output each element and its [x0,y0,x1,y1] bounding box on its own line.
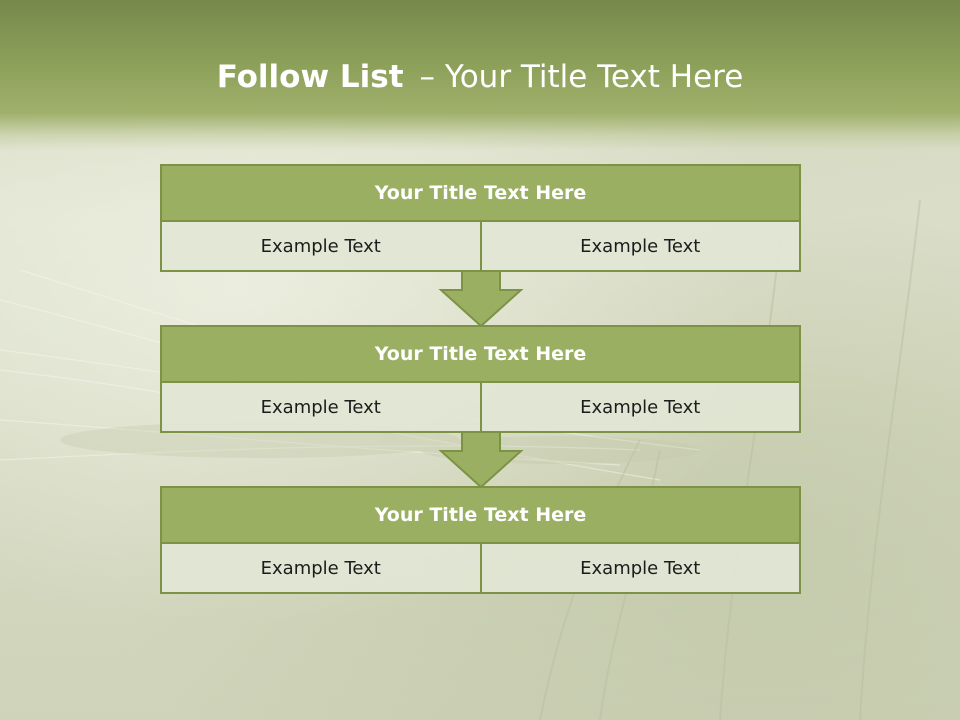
step-detail-left: Example Text [260,557,381,579]
step-block-3: Your Title Text Here Example Text Exampl… [160,486,801,594]
slide-title-rest: – Your Title Text Here [419,59,744,95]
step-detail-right: Example Text [479,222,800,270]
step-detail-right: Example Text [479,544,800,592]
step-title: Your Title Text Here [160,325,801,383]
step-detail-right: Example Text [479,383,800,431]
step-detail-row: Example Text Example Text [160,383,801,433]
step-title: Your Title Text Here [160,486,801,544]
step-detail-left: Example Text [260,235,381,257]
slide-title: Follow List – Your Title Text Here [0,52,960,102]
step-block-2: Your Title Text Here Example Text Exampl… [160,325,801,433]
step-detail-left: Example Text [260,396,381,418]
header-band [0,0,960,150]
down-arrow-icon [438,270,524,328]
slide-title-bold: Follow List [216,59,404,95]
down-arrow-icon [438,431,524,489]
step-title: Your Title Text Here [160,164,801,222]
step-detail-row: Example Text Example Text [160,222,801,272]
step-detail-row: Example Text Example Text [160,544,801,594]
step-block-1: Your Title Text Here Example Text Exampl… [160,164,801,272]
